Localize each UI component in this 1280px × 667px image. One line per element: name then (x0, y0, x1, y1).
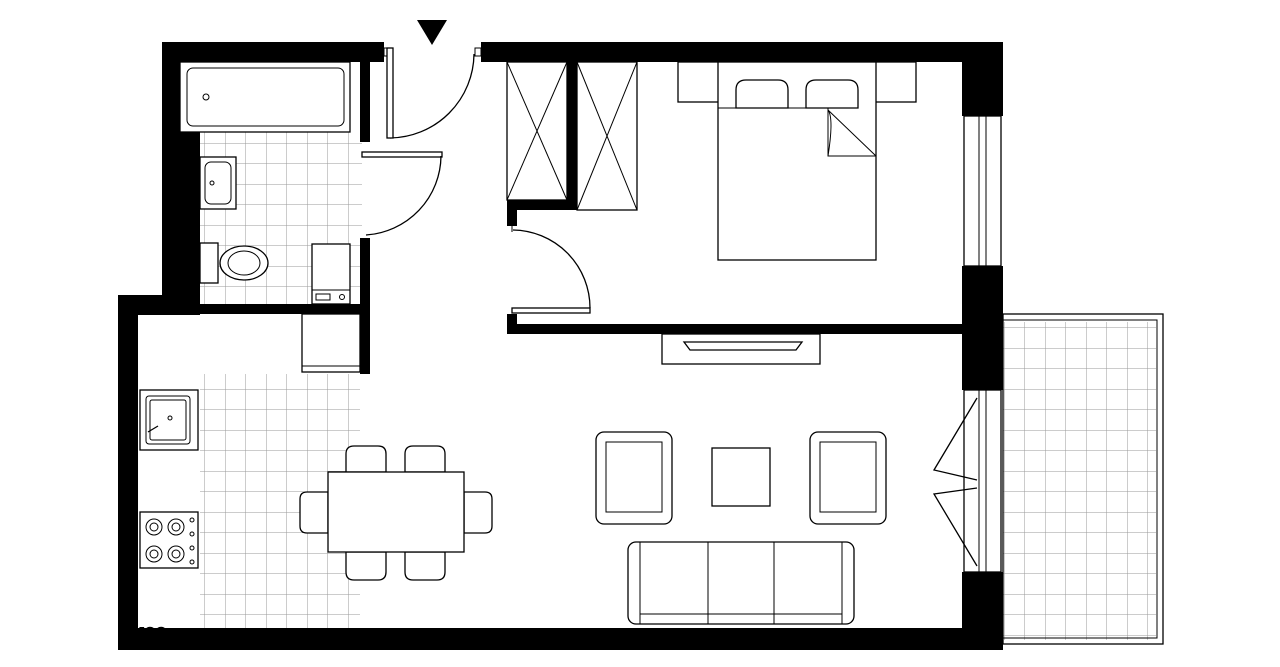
hallway-cabinet (301, 313, 361, 373)
bedroom-window (963, 115, 1002, 267)
washing-machine (311, 243, 351, 305)
wardrobe-right (576, 61, 638, 211)
walls (118, 42, 1003, 650)
wardrobe-left (506, 61, 568, 201)
armchair-left (595, 431, 673, 525)
dining-set (299, 445, 493, 581)
coffee-table (711, 447, 771, 507)
tv-unit (661, 333, 821, 365)
entrance-door[interactable] (383, 47, 482, 139)
balcony-floor-tiles (1003, 322, 1156, 640)
bathtub (179, 61, 351, 133)
bathroom-sink (199, 156, 237, 210)
balcony-door (932, 389, 1002, 573)
kitchen-sink (139, 389, 199, 451)
entrance-arrow-icon (417, 20, 447, 45)
balcony (1002, 313, 1164, 645)
toilet (199, 242, 269, 284)
armchair-right (809, 431, 887, 525)
double-bed (677, 61, 917, 261)
sofa (627, 541, 855, 625)
bedroom-door[interactable] (511, 226, 591, 314)
stove (139, 511, 199, 569)
bathroom-door[interactable] (361, 151, 443, 236)
watermark-text: am (118, 613, 169, 654)
